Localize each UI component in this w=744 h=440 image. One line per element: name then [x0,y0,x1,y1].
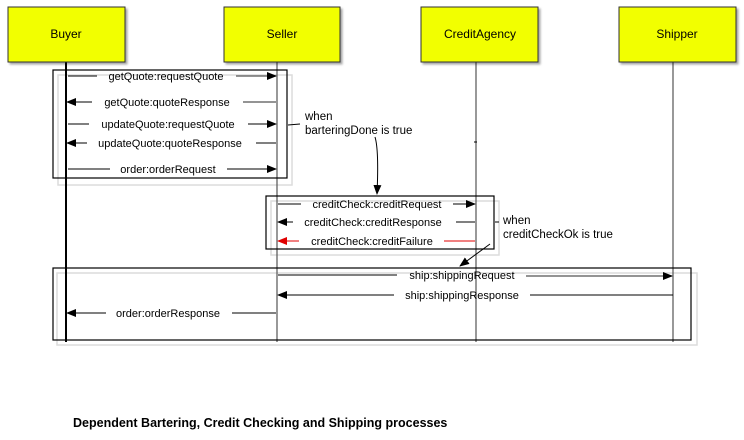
note-line: when [304,111,333,123]
note-bartering-done[interactable]: when barteringDone is true [287,111,412,195]
actor-buyer[interactable] [7,6,126,63]
message-label: updateQuote:requestQuote [101,119,234,131]
note-line: when [502,215,531,227]
message-label: updateQuote:quoteResponse [98,138,242,150]
fragment-shadows [56,74,698,346]
message-label: ship:shippingResponse [405,290,519,302]
message-credit-response[interactable]: creditCheck:creditResponse [277,217,475,229]
actor-label-buyer: Buyer [50,27,81,41]
note-line: creditCheckOk is true [503,229,613,241]
message-label: order:orderRequest [120,164,215,176]
note-credit-check-ok[interactable]: when creditCheckOk is true [459,215,613,267]
message-credit-failure[interactable]: creditCheck:creditFailure [277,236,475,248]
message-order-request[interactable]: order:orderRequest [68,164,277,176]
message-shipping-response[interactable]: ship:shippingResponse [277,290,673,302]
message-label: getQuote:requestQuote [109,71,224,83]
message-label: creditCheck:creditFailure [311,236,433,248]
dependency-arrow [459,243,491,267]
actor-shipper[interactable] [618,6,737,63]
actor-seller[interactable] [223,6,341,63]
message-shipping-request[interactable]: ship:shippingRequest [278,270,673,282]
fragment-bartering[interactable] [52,69,288,179]
fragment-credit-check[interactable] [265,195,495,250]
actor-credit-agency[interactable] [420,6,539,63]
message-label: creditCheck:creditRequest [312,199,441,211]
message-credit-request[interactable]: creditCheck:creditRequest [278,199,476,211]
actor-label-credit-agency: CreditAgency [444,27,516,41]
note-line: barteringDone is true [305,125,412,137]
actor-label-seller: Seller [267,27,298,41]
message-get-quote-response[interactable]: getQuote:quoteResponse [66,97,276,109]
message-update-quote-request[interactable]: updateQuote:requestQuote [68,119,277,131]
message-update-quote-response[interactable]: updateQuote:quoteResponse [66,138,276,150]
message-label: order:orderResponse [116,308,220,320]
dependency-arrow [373,136,382,195]
message-get-quote-request[interactable]: getQuote:requestQuote [68,71,277,83]
diagram-caption: Dependent Bartering, Credit Checking and… [73,416,448,430]
actor-label-shipper: Shipper [656,27,697,41]
fragment-shipping[interactable] [52,267,692,341]
message-label: getQuote:quoteResponse [104,97,229,109]
message-label: ship:shippingRequest [409,270,514,282]
message-order-response[interactable]: order:orderResponse [66,308,276,320]
message-label: creditCheck:creditResponse [304,217,442,229]
